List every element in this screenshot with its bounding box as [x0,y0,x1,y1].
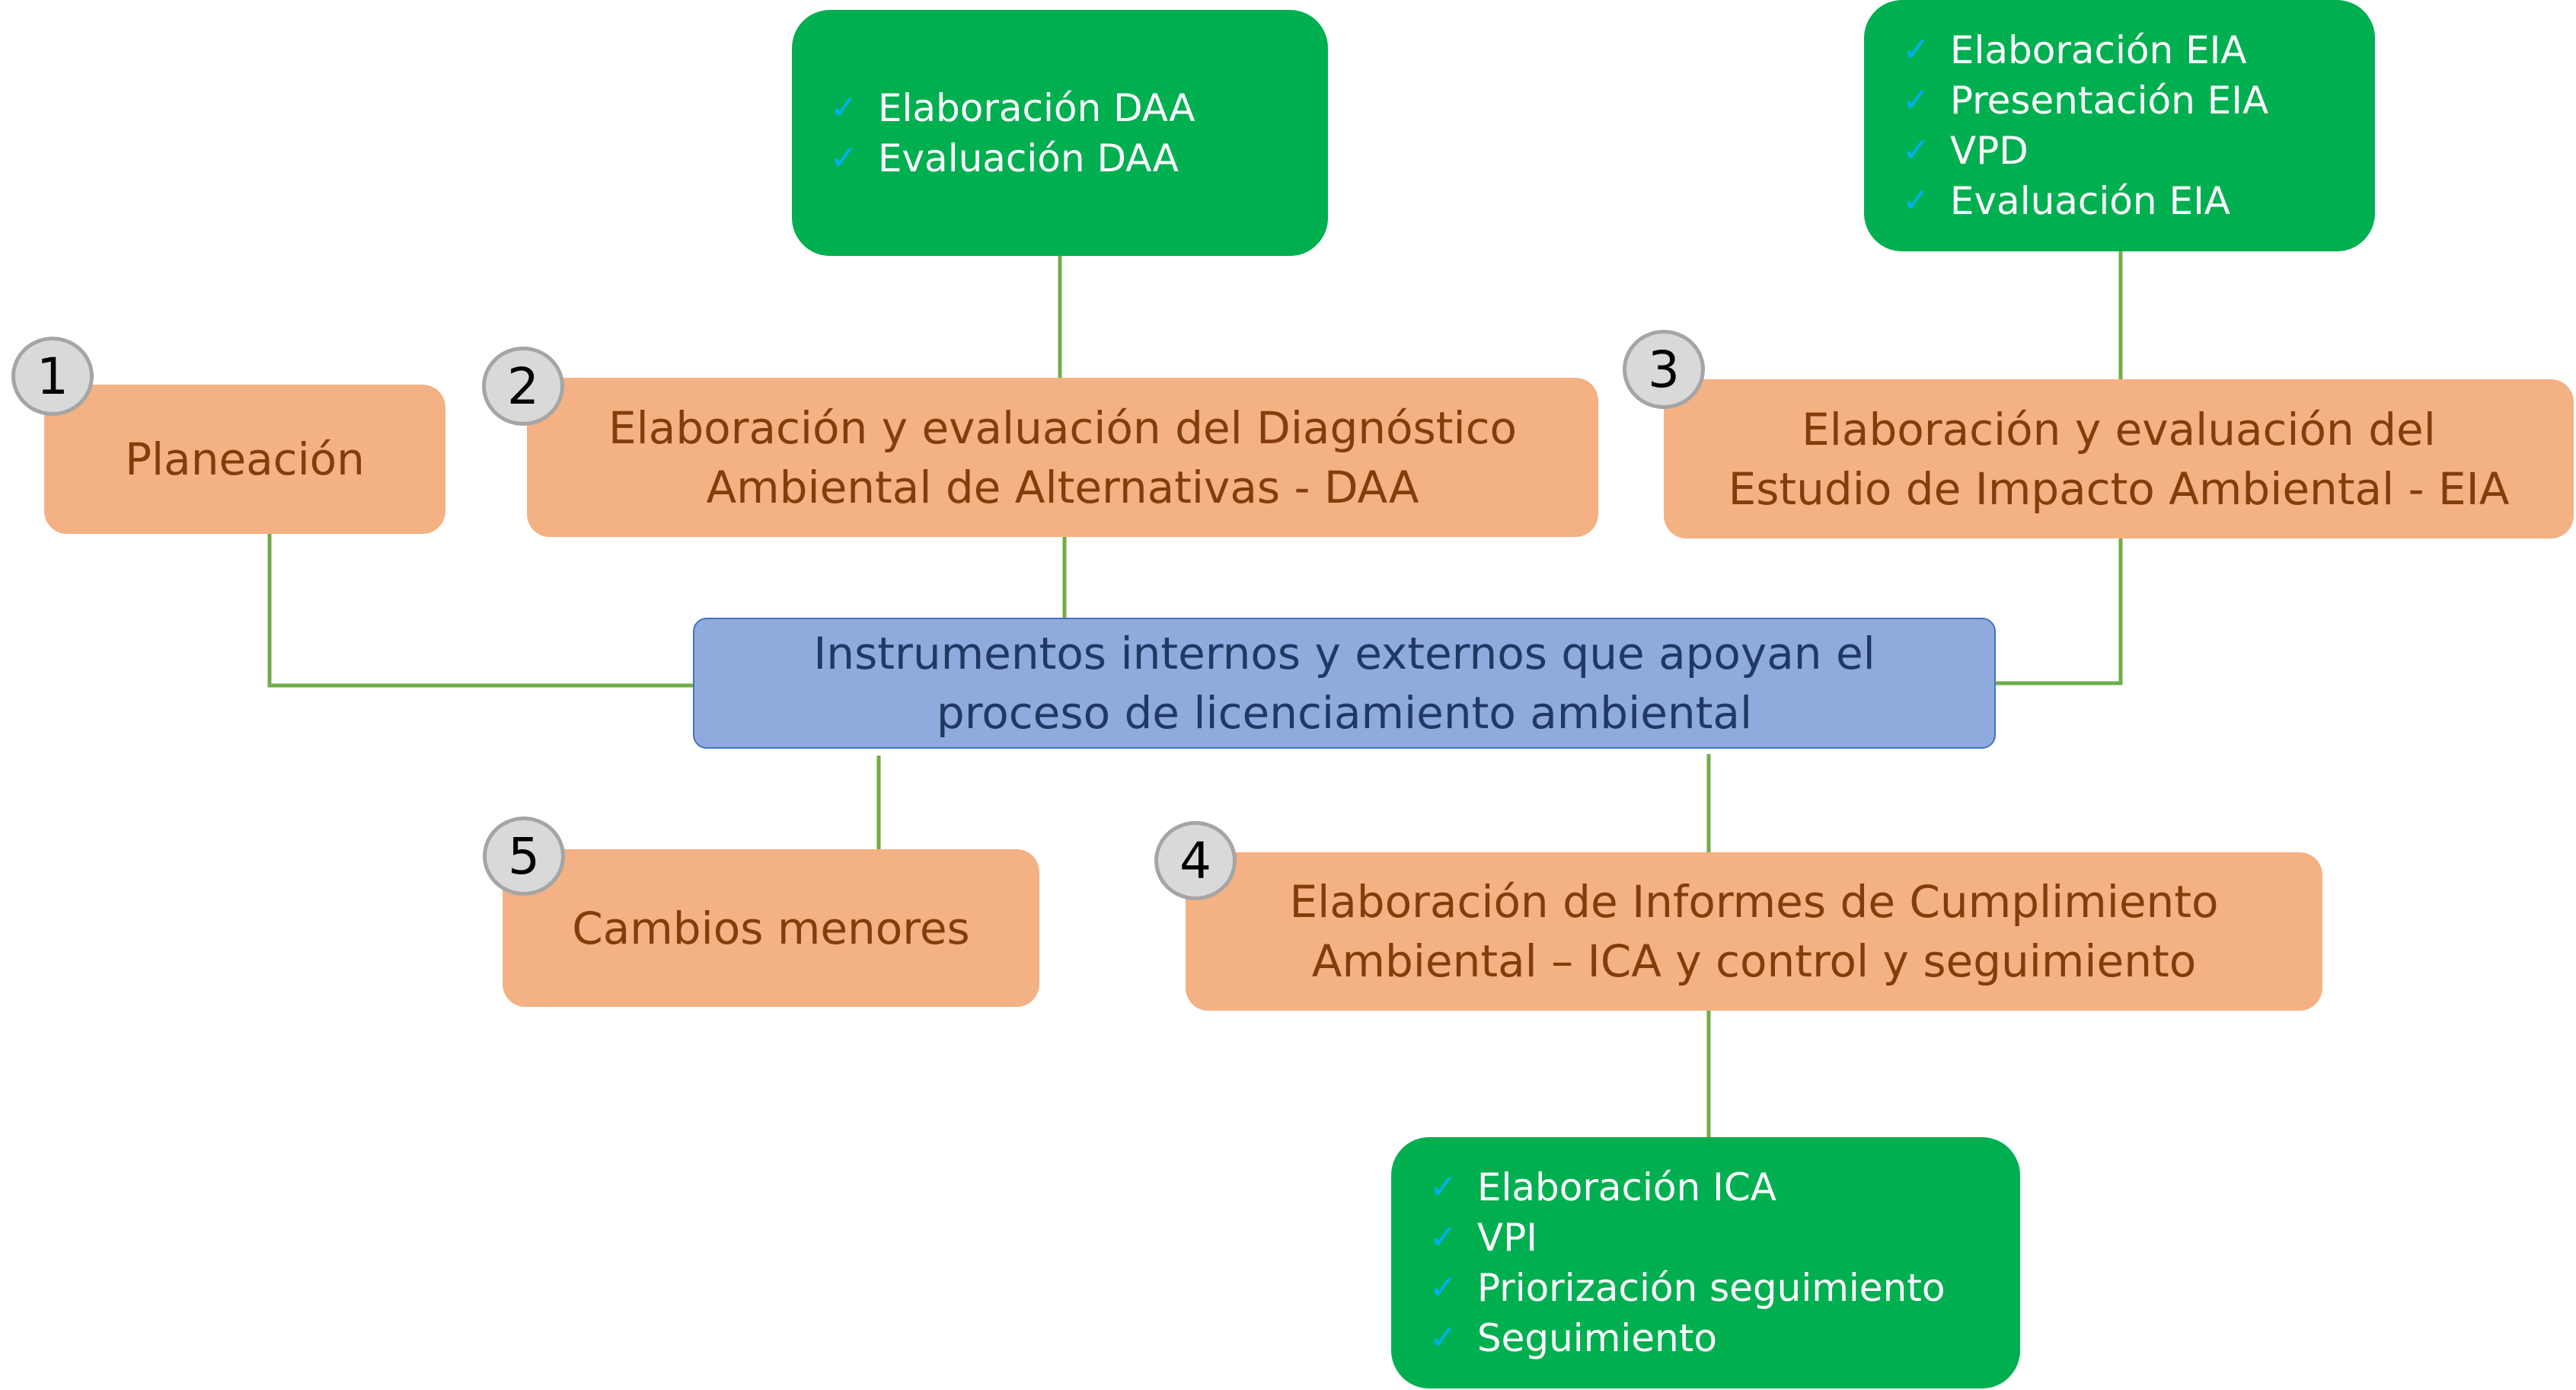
center-node: Instrumentos internos y externos que apo… [693,618,1996,749]
check-icon: ✓ [1429,1168,1457,1206]
step-cambios-menores: Cambios menores [503,849,1039,1007]
check-icon: ✓ [1902,131,1930,170]
center-label: Instrumentos internos y externos que apo… [813,628,1875,679]
step-label: Elaboración y evaluación del Diagnóstico [608,401,1517,454]
step-number-badge: 4 [1154,821,1237,900]
check-icon: ✓ [1902,81,1930,120]
check-icon: ✓ [1902,30,1930,69]
checklist-item: ✓Priorización seguimiento [1429,1263,1945,1313]
check-icon: ✓ [1429,1268,1457,1307]
step-label: Ambiental de Alternativas - DAA [706,461,1419,513]
step-label: Ambiental – ICA y control y seguimiento [1311,935,2197,987]
step-number-badge: 3 [1623,330,1705,409]
connector-step1-center [267,534,693,688]
check-icon: ✓ [1902,181,1930,220]
checklist-item: ✓Elaboración ICA [1429,1162,1945,1213]
checklist-ica: ✓Elaboración ICA ✓VPI ✓Priorización segu… [1391,1137,2020,1388]
step-daa: Elaboración y evaluación del Diagnóstico… [527,378,1598,537]
step-label: Elaboración y evaluación del [1802,403,2436,455]
check-icon: ✓ [1429,1218,1457,1257]
checklist-item: ✓Evaluación EIA [1902,176,2268,226]
checklist-item: ✓Seguimiento [1429,1313,1945,1363]
check-icon: ✓ [830,138,858,177]
checklist-item: ✓Elaboración EIA [1902,25,2268,75]
step-label: Cambios menores [572,902,970,954]
step-number-badge: 1 [11,337,94,416]
step-label: Elaboración de Informes de Cumplimiento [1289,876,2219,928]
step-label: Estudio de Impacto Ambiental - EIA [1728,462,2510,515]
checklist-item: ✓VPD [1902,126,2268,176]
step-planeacion: Planeación [44,385,445,534]
center-label: proceso de licenciamiento ambiental [936,687,1753,739]
checklist-item: ✓Presentación EIA [1902,75,2268,126]
connector-step3-center [1996,538,2123,685]
check-icon: ✓ [1429,1318,1457,1357]
checklist-daa: ✓Elaboración DAA ✓Evaluación DAA [792,10,1328,256]
check-icon: ✓ [830,88,858,127]
checklist-item: ✓Elaboración DAA [830,83,1195,133]
checklist-item: ✓Evaluación DAA [830,133,1195,184]
checklist-eia: ✓Elaboración EIA ✓Presentación EIA ✓VPD … [1864,0,2375,251]
checklist-item: ✓VPI [1429,1213,1945,1263]
step-label: Planeación [125,433,365,485]
step-number-badge: 5 [483,816,565,896]
step-number-badge: 2 [482,347,564,426]
